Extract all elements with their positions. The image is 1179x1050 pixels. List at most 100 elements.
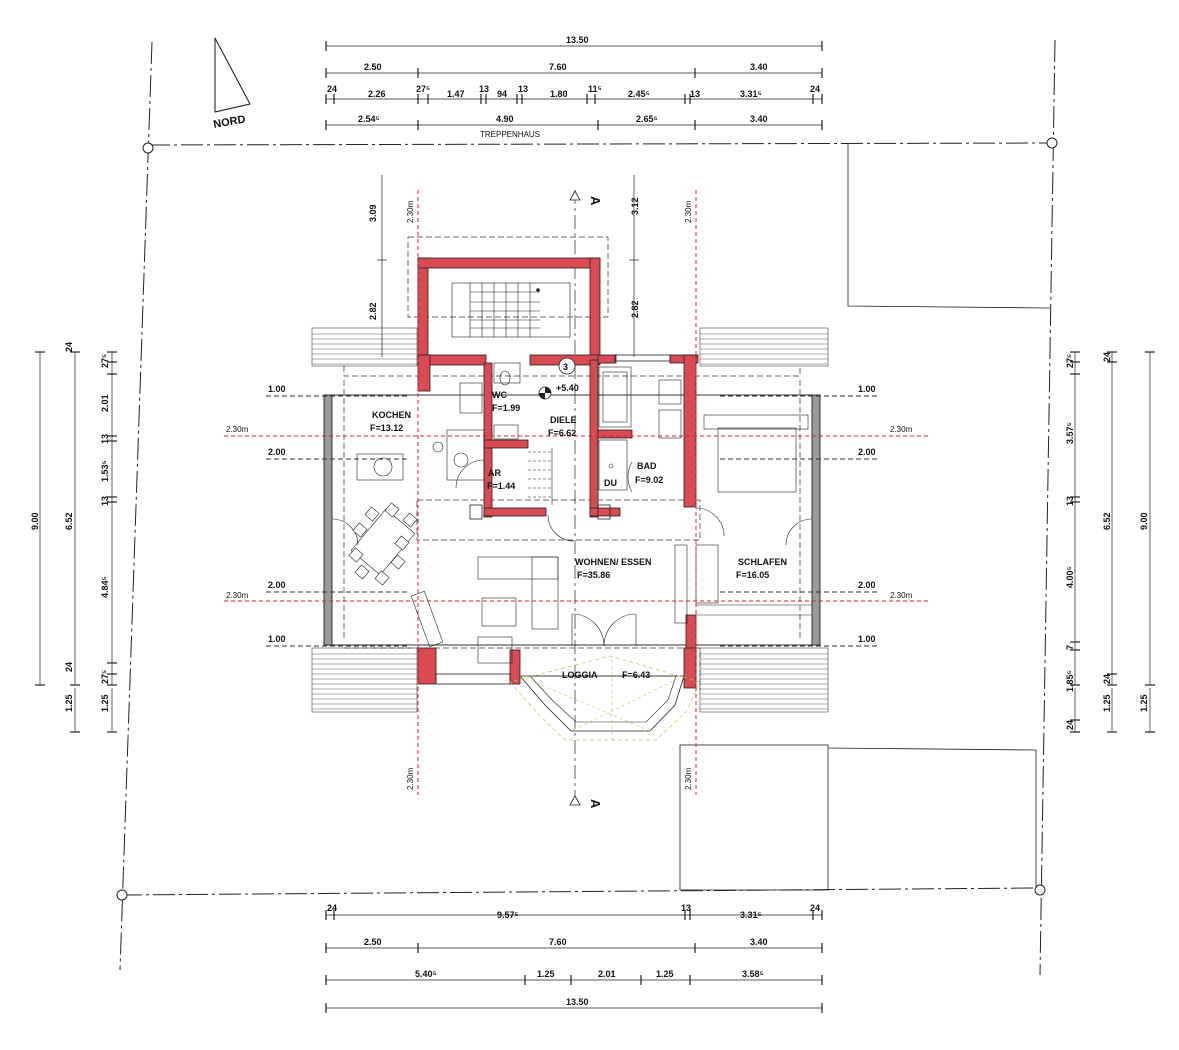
- dim-label: 1.25: [656, 969, 674, 979]
- staircase: [451, 282, 571, 338]
- height-line-labels: 1.00 2.00 2.00 1.00 1.00 2.00 2.00 1.00 …: [226, 200, 913, 790]
- dim-label: 1.25: [1102, 694, 1112, 712]
- dim-label: 2.82: [368, 302, 378, 320]
- height-label: 2.00: [268, 447, 286, 457]
- stair-number-label: 3: [563, 362, 568, 372]
- room-name-diele: DIELE: [550, 415, 577, 425]
- dim-label: 7: [1065, 645, 1075, 650]
- room-area-bad: F=9.02: [635, 475, 663, 485]
- dim-label: 24: [810, 84, 820, 94]
- height-label: 2.30m: [684, 767, 693, 790]
- height-label: 2.30m: [226, 591, 249, 600]
- loggia-outline: [509, 655, 701, 741]
- height-label: 2.00: [268, 580, 286, 590]
- roof-outline: [343, 236, 801, 690]
- dim-label: 13: [1065, 496, 1075, 506]
- dim-label: 13: [690, 89, 700, 99]
- dim-label: 11⁵: [588, 84, 602, 94]
- stair-label: TREPPENHAUS: [480, 130, 540, 139]
- dim-label: 27⁵: [1065, 354, 1075, 368]
- section-line: A A: [569, 190, 603, 809]
- dim-label: 1.85⁵: [1065, 670, 1075, 692]
- dim-label: 27⁵: [100, 354, 110, 368]
- stair-number: 3: [558, 357, 576, 375]
- dining-chair: [364, 506, 380, 522]
- dim-label: 4.90: [496, 114, 514, 124]
- room-name-ar: AR: [488, 468, 501, 478]
- dim-label: 6.52: [64, 512, 74, 530]
- left-dimensions: [35, 351, 117, 733]
- dim-label: 2.82: [630, 300, 640, 318]
- dim-label: 24: [327, 903, 337, 913]
- dining-chairs: [348, 502, 418, 586]
- dim-label: 1.25: [64, 694, 74, 712]
- top-dimensions: [325, 41, 823, 130]
- dim-label: 24: [1102, 674, 1112, 684]
- dim-label: 3.57⁵: [1065, 422, 1075, 444]
- dim-label: 2.01: [598, 969, 616, 979]
- dim-label: 4.84⁵: [100, 576, 110, 598]
- height-label: 1.00: [858, 634, 876, 644]
- room-area-loggia: F=6.43: [622, 670, 650, 680]
- height-label: 1.00: [858, 384, 876, 394]
- neighbour-building: [679, 143, 1051, 891]
- room-name-du: DU: [604, 478, 617, 488]
- dim-label: 9.57⁵: [497, 910, 519, 920]
- dim-label: 4.00⁵: [1065, 566, 1075, 588]
- dim-label: 24: [64, 342, 74, 352]
- height-label: 2.00: [858, 447, 876, 457]
- dining-chair: [348, 547, 364, 563]
- height-lines: [224, 190, 930, 795]
- dim-label: 27⁵: [416, 84, 430, 94]
- height-label: 2.30m: [406, 200, 415, 223]
- roof-eaves: [311, 327, 829, 713]
- height-label: 1.00: [268, 634, 286, 644]
- room-name-wc: WC: [492, 390, 507, 400]
- dim-label: 1.53⁵: [100, 460, 110, 482]
- boundary-markers: [116, 137, 1058, 901]
- dim-label: 2.26: [368, 89, 386, 99]
- window-frames: [435, 354, 671, 685]
- dim-label: 1.80: [550, 89, 568, 99]
- top-dimension-labels: 13.50 2.50 7.60 3.40 24 2.26 27⁵ 1.47 13…: [327, 35, 820, 139]
- height-label: 2.00: [858, 580, 876, 590]
- height-label: 2.30m: [890, 591, 913, 600]
- room-name-schlafen: SCHLAFEN: [738, 557, 787, 567]
- dim-label: 13: [479, 84, 489, 94]
- dim-label: 5.40⁵: [415, 969, 437, 979]
- dim-label: 3.31⁵: [740, 910, 762, 920]
- dim-label: 1.25: [537, 969, 555, 979]
- dim-label: 3.58⁵: [742, 969, 764, 979]
- dining-chair: [352, 522, 368, 538]
- dim-label: 1.25: [1139, 694, 1149, 712]
- dim-label: 24: [810, 903, 820, 913]
- dim-label: 3.40: [750, 114, 768, 124]
- dim-label: 3.31⁵: [740, 89, 762, 99]
- dim-label: 3.09: [368, 204, 378, 222]
- dim-label: 7.60: [549, 937, 567, 947]
- level-marker: +5.40: [538, 383, 579, 400]
- property-boundary: [119, 39, 1056, 976]
- right-dimensions: [1070, 351, 1155, 733]
- dim-label: 2.50: [364, 62, 382, 72]
- section-marker-bottom: A: [588, 799, 603, 809]
- height-label: 2.30m: [684, 200, 693, 223]
- dim-label: 27⁵: [100, 670, 110, 684]
- dim-label: 9.00: [1139, 512, 1149, 530]
- dining-chair: [402, 512, 418, 528]
- height-label: 2.30m: [226, 425, 249, 434]
- dim-label: 3.12: [630, 197, 640, 215]
- bottom-dimension-labels: 24 9.57⁵ 13 3.31⁵ 24 2.50 7.60 3.40 5.40…: [327, 903, 820, 1007]
- dim-label: 24: [64, 662, 74, 672]
- dim-label: 13.50: [566, 997, 589, 1007]
- dim-label: 7.60: [549, 62, 567, 72]
- section-marker-top: A: [588, 196, 603, 206]
- dim-label: 13: [518, 84, 528, 94]
- north-label: NORD: [212, 114, 246, 131]
- height-label: 2.30m: [406, 767, 415, 790]
- dim-label: 13: [100, 496, 110, 506]
- dim-label: 94: [497, 89, 507, 99]
- dim-label: 2.45⁵: [628, 89, 650, 99]
- dim-label: 1.25: [100, 694, 110, 712]
